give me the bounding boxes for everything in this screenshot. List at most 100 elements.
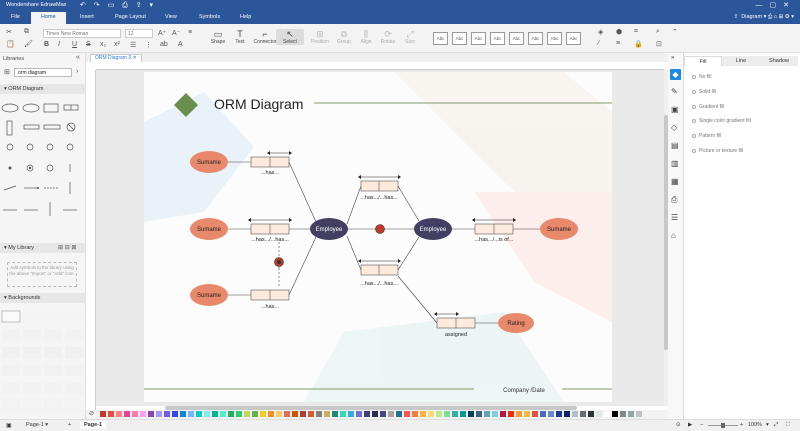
style-preset-8[interactable]: Abc <box>566 32 581 45</box>
tab-fill[interactable]: Fill <box>684 56 722 66</box>
font-size-select[interactable]: 12 <box>125 29 153 38</box>
zoom-slider-thumb[interactable] <box>721 423 725 428</box>
chart-icon[interactable]: ▥ <box>671 159 679 168</box>
color-swatch[interactable] <box>124 411 130 417</box>
color-swatch[interactable] <box>572 411 578 417</box>
style-preset-6[interactable]: Abc <box>528 32 543 45</box>
color-swatch[interactable] <box>420 411 426 417</box>
color-swatch[interactable] <box>396 411 402 417</box>
expand-panel-icon[interactable]: » <box>671 55 675 61</box>
size-tool[interactable]: ⤢Size <box>396 29 424 45</box>
library-shape-ellipse[interactable] <box>1 103 19 113</box>
color-swatch[interactable] <box>372 411 378 417</box>
zoom-in-icon[interactable]: + <box>740 422 744 428</box>
color-swatch[interactable] <box>332 411 338 417</box>
line-color-icon[interactable]: ∕ <box>598 40 600 47</box>
exclusion-constraint-left[interactable] <box>274 257 284 267</box>
style-preset-7[interactable]: Abc <box>547 32 562 45</box>
entity-rating[interactable]: Rating <box>498 313 534 333</box>
color-swatch[interactable] <box>540 411 546 417</box>
color-swatch[interactable] <box>428 411 434 417</box>
color-swatch[interactable] <box>100 411 106 417</box>
radio-no-fill[interactable] <box>692 74 696 79</box>
color-swatch[interactable] <box>580 411 586 417</box>
image-icon[interactable]: ▣ <box>671 105 679 114</box>
fit-page-icon[interactable]: ⤢ <box>774 422 779 428</box>
role-box-middle[interactable]: ...has.../...has... <box>248 218 292 243</box>
outline-icon[interactable]: ☰ <box>671 213 679 222</box>
color-swatch[interactable] <box>148 411 154 417</box>
library-menu-icon[interactable]: › <box>76 68 79 75</box>
shape-tool[interactable]: ▭Shape <box>204 29 232 45</box>
tab-line[interactable]: Line <box>722 56 760 66</box>
library-shape-rectangle[interactable] <box>43 103 59 113</box>
focus-mode-icon[interactable]: ⊙ <box>676 422 681 428</box>
connector-tool[interactable]: ⌐Connector <box>251 29 279 45</box>
vertical-scroll-thumb[interactable] <box>664 115 668 350</box>
color-swatch[interactable] <box>380 411 386 417</box>
text-case-icon[interactable]: ab <box>160 41 168 48</box>
color-swatch[interactable] <box>324 411 330 417</box>
library-shape-constraint-1[interactable] <box>6 143 14 151</box>
color-swatch[interactable] <box>196 411 202 417</box>
library-shape-vertical-role[interactable] <box>6 120 13 136</box>
library-shape-target[interactable] <box>26 164 34 172</box>
menu-symbols[interactable]: Symbols <box>199 14 221 20</box>
subscript-icon[interactable]: x₂ <box>100 41 107 48</box>
select-tool[interactable]: ↖Select <box>276 29 304 45</box>
option-gradient-fill[interactable]: Gradient fill <box>692 104 724 110</box>
entity-employee-right[interactable]: Employee <box>414 218 452 240</box>
format-painter-icon[interactable]: 🖌 <box>24 41 33 48</box>
color-swatch[interactable] <box>180 411 186 417</box>
color-swatch[interactable] <box>212 411 218 417</box>
close-tab-icon[interactable]: ✕ <box>132 55 137 61</box>
entity-sumame-bottom[interactable]: Sumame <box>190 284 228 306</box>
role-box-lower-center[interactable]: ...has.../...has... <box>358 259 401 287</box>
color-swatch[interactable] <box>436 411 442 417</box>
library-connector-1[interactable] <box>3 185 17 191</box>
color-swatch[interactable] <box>236 411 242 417</box>
superscript-icon[interactable]: x² <box>114 41 120 48</box>
color-swatch[interactable] <box>460 411 466 417</box>
bullets-icon[interactable]: ☰ <box>130 42 137 49</box>
color-swatch[interactable] <box>636 411 642 417</box>
window-controls[interactable]: —▢✕ <box>755 2 796 9</box>
entity-sumame-top[interactable]: Sumame <box>190 151 228 173</box>
menu-file[interactable]: File <box>11 14 20 20</box>
menu-page-layout[interactable]: Page Layout <box>115 14 146 20</box>
color-swatch[interactable] <box>252 411 258 417</box>
table-icon[interactable]: ▦ <box>671 177 679 186</box>
replace-icon[interactable]: ⊡ <box>656 41 662 48</box>
color-swatch[interactable] <box>348 411 354 417</box>
color-swatch[interactable] <box>188 411 194 417</box>
entity-sumame-middle[interactable]: Sumame <box>190 218 228 240</box>
paste-icon[interactable]: 📋 <box>6 41 15 48</box>
tab-shadow[interactable]: Shadow <box>760 56 798 66</box>
color-swatch[interactable] <box>612 411 618 417</box>
menu-right-tools[interactable]: ⇪ Diagram ▾ ⎙ ⌂ ⊞ ⚙ ▾ <box>733 14 794 20</box>
menu-view[interactable]: View <box>165 14 177 20</box>
color-swatch[interactable] <box>556 411 562 417</box>
underline-icon[interactable]: U <box>72 41 78 48</box>
my-library-section-header[interactable]: ▾ My Library <box>0 243 86 253</box>
color-swatch[interactable] <box>500 411 506 417</box>
share-icon[interactable]: ⇪ <box>733 14 739 20</box>
font-shrink-icon[interactable]: A⁻ <box>172 30 181 37</box>
radio-solid-fill[interactable] <box>692 89 696 94</box>
color-swatch[interactable] <box>116 411 122 417</box>
group-tool[interactable]: ⧉Group <box>330 29 358 45</box>
color-swatch[interactable] <box>532 411 538 417</box>
fill-bucket-icon[interactable]: ◈ <box>598 29 604 36</box>
page-selector[interactable]: Page-1 ▾ <box>26 422 49 428</box>
library-shape-constraint-4[interactable] <box>66 143 74 151</box>
library-search-input[interactable]: orm diagram <box>14 68 72 77</box>
italic-icon[interactable]: I <box>58 41 60 48</box>
option-no-fill[interactable]: No fill <box>692 74 712 80</box>
cut-icon[interactable]: ✂ <box>6 29 12 36</box>
lock-icon[interactable]: 🔒 <box>634 41 643 48</box>
backgrounds-section-header[interactable]: ▾ Backgrounds <box>0 293 86 303</box>
color-swatch[interactable] <box>156 411 162 417</box>
crop-icon[interactable]: ⌗ <box>634 28 638 35</box>
color-swatch[interactable] <box>628 411 634 417</box>
color-swatch[interactable] <box>356 411 362 417</box>
